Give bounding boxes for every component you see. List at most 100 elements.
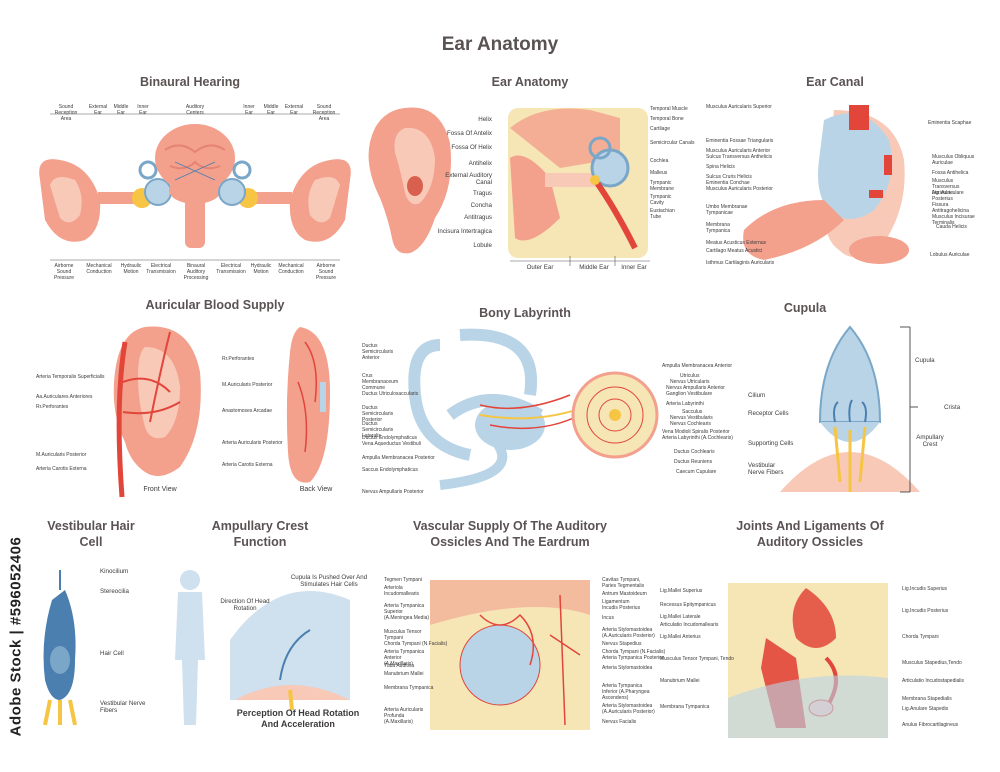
- cupula-bracket-label: Ampullary Crest: [916, 434, 944, 448]
- binaural-top-label: Middle Ear: [263, 104, 279, 116]
- blood-back-label: Rr.Perforantes: [222, 356, 255, 362]
- ear-anatomy-panel: Helix Fossa Of Antelix Fossa Of Helix An…: [360, 98, 694, 280]
- ligament-label: Articulatio Incudomallearis: [660, 622, 719, 628]
- labyrinth-label: Utriculus: [680, 373, 700, 379]
- ligaments-illustration: [728, 583, 888, 738]
- ligament-label: Lig.Mallei Laterale: [660, 614, 701, 620]
- cupula-bracket-label: Crista: [944, 404, 961, 411]
- vascular-panel: Tegmen Tympani Arteriola Incudomallearis…: [380, 575, 665, 735]
- binaural-bottom-label: Electrical Transmission: [146, 263, 176, 275]
- labyrinth-label: Ampulla Membranacea Anterior: [662, 363, 733, 369]
- vascular-label: Arteria Stylomastoidea: [602, 665, 653, 671]
- vascular-title: Vascular Supply Of The Auditory Ossicles…: [412, 519, 608, 549]
- vascular-label: Arteria Stylomastoidea (A.Auricularis Po…: [602, 627, 655, 639]
- page-title: Ear Anatomy: [441, 34, 559, 55]
- cupula-title: Cupula: [783, 301, 827, 315]
- ear-canal-label: Fissura Antitragohelicina: [932, 202, 969, 214]
- vascular-label: Tegmen Tympani: [384, 577, 422, 583]
- binaural-panel: Sound Reception Area External Ear Middle…: [30, 100, 360, 281]
- vascular-label: Ligamentum Incudis Posterius: [602, 599, 641, 611]
- blood-front-label: Arteria Carotis Externa: [36, 466, 87, 472]
- labyrinth-label: Vena Modioli Spiralis Posterior: [662, 429, 730, 435]
- ampullary-caption: Perception Of Head Rotation And Accelera…: [236, 708, 360, 729]
- front-view-caption: Front View: [143, 486, 177, 493]
- blood-front-label: Rr.Perforantes: [36, 404, 69, 410]
- stock-watermark: Adobe Stock | #596052406: [4, 520, 28, 760]
- ear-canal-label: Musculus Incisurae Terminalis: [932, 214, 975, 226]
- ligament-label: Musculus Tensor Tympani, Tendo: [660, 656, 734, 662]
- labyrinth-label: Arteria Labyrinthi: [666, 401, 704, 407]
- labyrinth-label: Caecum Cupulare: [676, 469, 717, 475]
- ligaments-panel: Lig.Mallei Superius Recessus Epitympanic…: [656, 578, 986, 743]
- binaural-top-label: Inner Ear: [243, 104, 255, 116]
- ear-canal-label: Lig. Auriculare Posterius: [932, 190, 964, 202]
- blood-supply-panel: Arteria Temporalis Superficialis Aa.Auri…: [30, 322, 360, 502]
- ear-canal-label: Membrana Tympanica: [706, 222, 731, 234]
- outer-ear-label: Incisura Intertragica: [437, 228, 492, 235]
- ear-canal-panel: Musculus Auricularis Superior Eminentia …: [704, 100, 998, 272]
- section-label: Temporal Muscle: [650, 106, 688, 112]
- back-view-caption: Back View: [299, 486, 333, 493]
- cupula-label: Cilium: [748, 392, 766, 399]
- ligaments-title: Joints And Ligaments Of Auditory Ossicle…: [736, 519, 884, 549]
- ligament-label: Lig.Anulare Stapedis: [902, 706, 949, 712]
- outer-ear-label: Fossa Of Antelix: [446, 130, 492, 137]
- watermark-text: Adobe Stock | #596052406: [7, 536, 25, 737]
- bony-labyrinth-panel: Ductus Semicircularis Anterior Crus Memb…: [340, 325, 733, 500]
- ear-canal-label: Musculus Obliquus Auriculae: [932, 154, 975, 166]
- binaural-top-label: Inner Ear: [137, 104, 149, 116]
- vascular-label: Antrum Mastoideum: [602, 591, 647, 597]
- ear-canal-label: Cauda Helicis: [936, 224, 967, 230]
- vascular-label: Incus: [602, 615, 614, 621]
- hair-cell-panel: Kinocilium Stereocilia Hair Cell Vestibu…: [30, 560, 190, 730]
- ampullary-label: Cupula Is Pushed Over And Stimulates Hai…: [290, 574, 368, 588]
- vascular-label: Chorda Tympani (N.Facialis): [602, 649, 666, 655]
- cupula-label: Vestibular Nerve Fibers: [748, 462, 784, 476]
- vascular-label: Nervus Stapedius: [602, 641, 642, 647]
- binaural-bottom-label: Binaural Auditory Processing: [183, 263, 209, 281]
- blood-front-label: Arteria Temporalis Superficialis: [36, 374, 105, 380]
- vascular-label: Arteria Tympanica Inferior (A.Pharyngea …: [602, 683, 650, 701]
- outer-ear-label: Fossa Of Helix: [451, 144, 492, 151]
- ear-canal-label: Eminentia Scaphae: [928, 120, 972, 126]
- ear-canal-label: Eminentia Fossae Triangularis: [706, 138, 774, 144]
- section-label: Temporal Bone: [650, 116, 684, 122]
- ampullary-title: Ampullary Crest Function: [211, 519, 309, 549]
- ear-canal-label: Lobulus Auriculae: [930, 252, 970, 258]
- blood-supply-title: Auricular Blood Supply: [145, 298, 285, 312]
- labyrinth-label: Ganglion Vestibulare: [666, 391, 713, 397]
- binaural-bottom-label: Mechanical Conduction: [278, 263, 304, 275]
- blood-back-label: M.Auricularis Posterior: [222, 382, 273, 388]
- ear-canal-label: Musculus Auricularis Anterior: [706, 148, 771, 154]
- ear-canal-label: Sulcus Transversus Anthelicis: [706, 154, 773, 160]
- zone-label: Outer Ear: [526, 264, 554, 271]
- vascular-illustration: [430, 580, 590, 730]
- ligament-label: Chorda Tympani: [902, 634, 939, 640]
- section-label: Eustachian Tube: [650, 208, 675, 220]
- blood-back-label: Arteria Auricularis Posterior: [222, 440, 283, 446]
- section-label: Cartilage: [650, 126, 671, 132]
- hair-cell-title: Vestibular Hair Cell: [47, 519, 135, 549]
- binaural-top-label: Sound Reception Area: [54, 104, 78, 122]
- labyrinth-label: Ampulla Membranacea Posterior: [362, 455, 435, 461]
- ear-canal-label: Fossa Antihelica: [932, 170, 969, 176]
- ligament-label: Musculus Stapedius,Tendo: [902, 660, 962, 666]
- binaural-bottom-label: Airborne Sound Pressure: [53, 263, 74, 281]
- labyrinth-label: Ductus Semicircularis Lateralis: [362, 421, 394, 439]
- ear-canal-label: Sulcus Cruris Helicis: [706, 174, 752, 180]
- labyrinth-label: Ductus Semicircularis Anterior: [362, 343, 394, 361]
- vascular-label: Chorda Tympani (N.Facialis): [384, 641, 448, 647]
- vascular-label: Tuba Auditiva: [384, 663, 415, 669]
- section-label: Tympanic Membrane: [650, 180, 674, 192]
- ligament-label: Lig.Incudis Posterius: [902, 608, 949, 614]
- blood-supply-illustration: [113, 326, 330, 498]
- vascular-label: Arteria Tympanica Posterior: [602, 655, 664, 661]
- section-label: Tympanic Cavity: [650, 194, 672, 206]
- outer-ear-label: Tragus: [472, 190, 492, 197]
- binaural-bottom-label: Hydraulic Motion: [120, 263, 142, 275]
- section-label: Cochlea: [650, 158, 669, 164]
- vascular-label: Cavitas Tympani, Paries Tegmentalis: [602, 577, 645, 589]
- binaural-illustration: [39, 113, 351, 261]
- ear-canal-illustration: [743, 105, 909, 264]
- ear-anatomy-illustration: [368, 107, 650, 266]
